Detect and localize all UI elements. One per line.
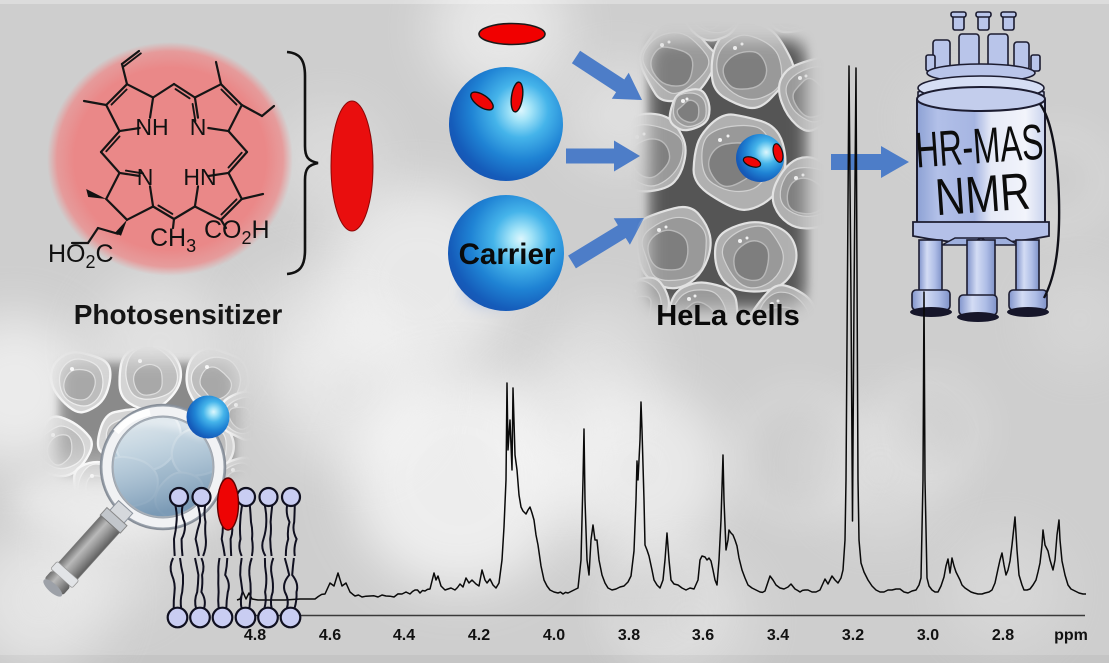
svg-text:3.4: 3.4 bbox=[767, 627, 789, 644]
svg-text:4.2: 4.2 bbox=[468, 627, 490, 644]
svg-text:3.2: 3.2 bbox=[842, 627, 864, 644]
svg-text:3.6: 3.6 bbox=[692, 627, 714, 644]
svg-text:Carrier: Carrier bbox=[459, 238, 556, 271]
svg-text:N: N bbox=[190, 114, 207, 140]
svg-text:NMR: NMR bbox=[933, 163, 1032, 227]
svg-text:CO2H: CO2H bbox=[204, 216, 270, 248]
svg-text:HeLa cells: HeLa cells bbox=[656, 300, 799, 332]
svg-text:NH: NH bbox=[135, 114, 168, 140]
svg-text:4.6: 4.6 bbox=[319, 627, 341, 644]
svg-text:ppm: ppm bbox=[1054, 627, 1088, 644]
svg-text:N: N bbox=[137, 164, 154, 190]
svg-text:4.4: 4.4 bbox=[393, 627, 415, 644]
svg-text:3.8: 3.8 bbox=[618, 627, 640, 644]
svg-text:HO2C: HO2C bbox=[48, 240, 114, 272]
svg-text:4.0: 4.0 bbox=[543, 627, 565, 644]
svg-text:Photosensitizer: Photosensitizer bbox=[74, 299, 283, 330]
svg-text:2.8: 2.8 bbox=[992, 627, 1014, 644]
svg-text:HR-MAS: HR-MAS bbox=[914, 114, 1046, 179]
svg-text:HN: HN bbox=[183, 164, 216, 190]
svg-text:3.0: 3.0 bbox=[917, 627, 939, 644]
svg-text:4.8: 4.8 bbox=[244, 627, 266, 644]
